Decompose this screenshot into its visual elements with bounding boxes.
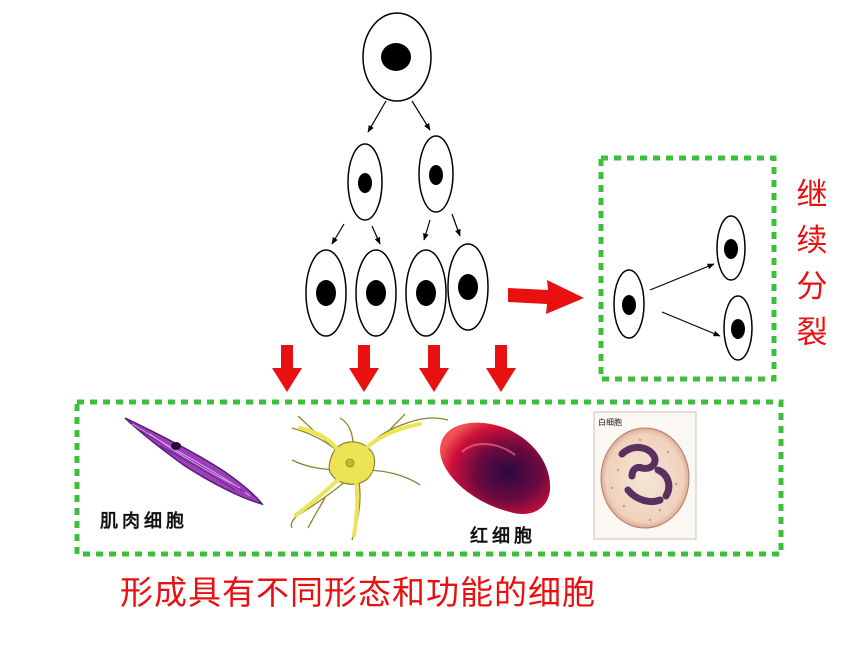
continue-label-char: 续 xyxy=(796,223,828,259)
cell-gen3 xyxy=(447,243,489,331)
muscle-cell-label: 肌肉细胞 xyxy=(100,510,188,532)
continue-division-label: 继 续 分 裂 xyxy=(790,172,834,356)
division-arrow xyxy=(367,100,387,133)
daughter-cell xyxy=(723,295,753,361)
diagram-caption: 形成具有不同形态和功能的细胞 xyxy=(120,573,596,612)
cell-gen3 xyxy=(405,249,447,337)
neuron-body xyxy=(294,422,422,537)
division-arrow xyxy=(371,225,381,245)
continue-label-char: 分 xyxy=(796,269,828,305)
down-arrow xyxy=(419,345,449,392)
differentiation-arrows xyxy=(272,345,516,392)
white-blood-cell-illustration xyxy=(593,411,697,540)
division-arrow xyxy=(423,219,431,241)
continue-label-char: 继 xyxy=(796,177,828,213)
continue-division-box xyxy=(598,155,777,382)
down-arrow xyxy=(272,345,302,392)
cell-gen3 xyxy=(305,249,347,337)
differentiated-cells-box xyxy=(74,399,784,557)
continue-arrow xyxy=(508,280,584,314)
cell-gen1 xyxy=(362,12,432,102)
muscle-cell-illustration xyxy=(124,417,264,506)
division-arrow xyxy=(411,100,431,131)
white-blood-cell-label: 白细胞 xyxy=(598,417,622,427)
dividing-cell xyxy=(613,269,645,339)
division-arrow xyxy=(451,213,461,237)
down-arrow xyxy=(486,345,516,392)
red-blood-cell-illustration xyxy=(440,422,551,514)
division-arrow xyxy=(649,263,715,291)
continue-label-char: 裂 xyxy=(796,315,828,351)
cell-gen3 xyxy=(355,249,397,337)
red-blood-cell-label: 红细胞 xyxy=(470,525,536,547)
down-arrow xyxy=(349,345,379,392)
cell-gen2 xyxy=(418,135,454,213)
daughter-cell xyxy=(716,215,746,281)
division-arrow xyxy=(331,223,345,245)
cell-gen2 xyxy=(347,143,383,221)
division-arrow xyxy=(661,311,721,337)
